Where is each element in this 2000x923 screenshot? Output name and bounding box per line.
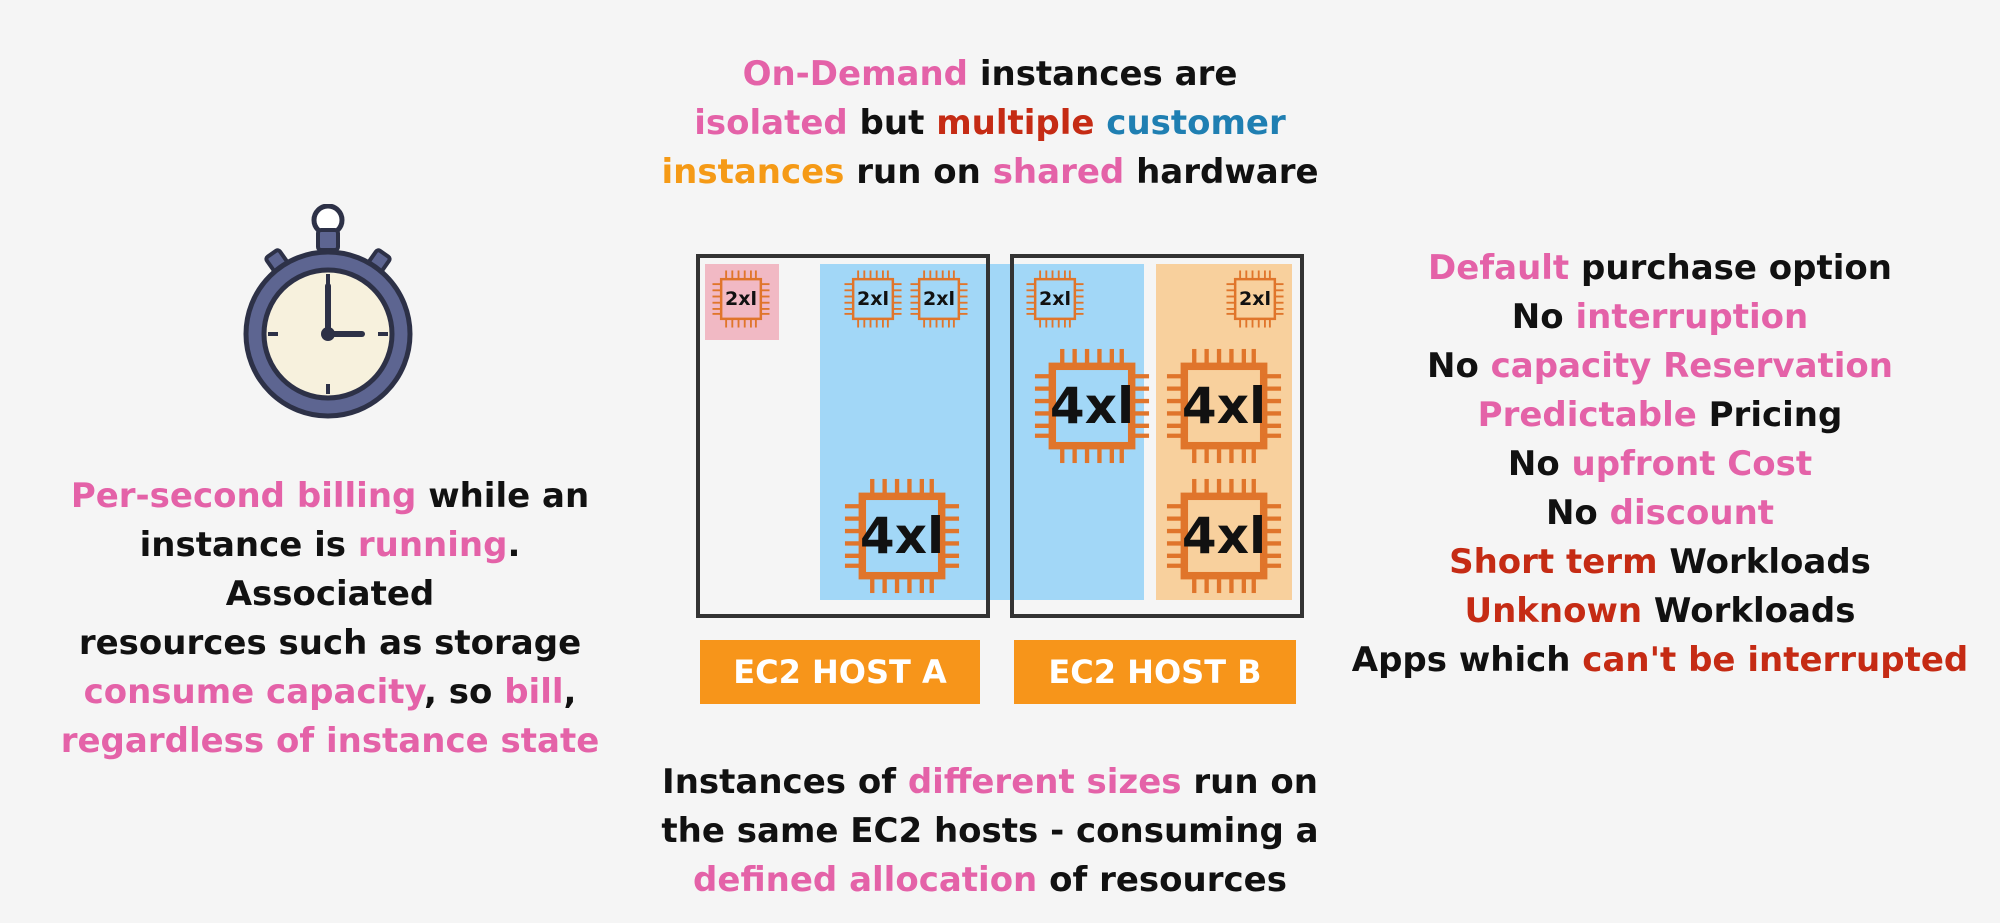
text-segment: . Associated (225, 525, 521, 614)
chip-icon (844, 270, 902, 328)
text-segment: shared (992, 152, 1125, 192)
text-segment: No (1511, 297, 1576, 337)
right-text-line: Apps which can't be interrupted (1340, 636, 1980, 685)
text-segment (1094, 103, 1106, 143)
chip-2xl-b1: 2xl (1024, 268, 1086, 330)
text-segment: discount (1609, 493, 1775, 533)
text-segment: Unknown (1464, 591, 1643, 631)
right-text-line: Unknown Workloads (1340, 587, 1980, 636)
text-segment: consume capacity (83, 672, 425, 712)
left-text-line: consume capacity, so bill, (30, 668, 630, 717)
chip-4xl-b1: 4xl (1030, 344, 1154, 468)
text-segment: bill (504, 672, 564, 712)
text-segment: Predictable (1477, 395, 1697, 435)
chip-icon (1026, 270, 1084, 328)
right-text-line: Short term Workloads (1340, 538, 1980, 587)
chip-2xl-a1: 2xl (710, 268, 772, 330)
top-text-line: isolated but multiple customer (600, 99, 1380, 148)
text-segment: Workloads (1657, 542, 1871, 582)
text-segment: purchase option (1569, 248, 1892, 288)
chip-4xl-b2: 4xl (1162, 344, 1286, 468)
text-segment: interruption (1575, 297, 1809, 337)
chip-icon (1166, 348, 1282, 464)
text-segment: instances (661, 152, 845, 192)
text-segment: different sizes (907, 762, 1182, 802)
text-segment: hardware (1124, 152, 1319, 192)
text-segment: No (1545, 493, 1610, 533)
right-text-line: No interruption (1340, 293, 1980, 342)
chip-2xl-a2: 2xl (842, 268, 904, 330)
bottom-text-line: defined allocation of resources (650, 856, 1330, 905)
host-a-label: EC2 HOST A (700, 640, 980, 704)
right-text-line: No capacity Reservation (1340, 342, 1980, 391)
host-b-label: EC2 HOST B (1014, 640, 1296, 704)
chip-icon (1226, 270, 1284, 328)
bottom-text-line: Instances of different sizes run on (650, 758, 1330, 807)
chip-2xl-a3: 2xl (908, 268, 970, 330)
left-text-line: Per-second billing while an (30, 472, 630, 521)
text-segment: instances are (968, 54, 1238, 94)
top-text-line: On-Demand instances are (600, 50, 1380, 99)
ec2-hosts-diagram: EC2 HOST A EC2 HOST B 2xl 2xl 2xl 4xl 2x… (690, 248, 1310, 708)
text-segment: Apps which (1351, 640, 1583, 680)
text-segment: the same EC2 hosts - consuming a (661, 811, 1319, 851)
left-text-line: resources such as storage (30, 619, 630, 668)
text-segment: Pricing (1696, 395, 1843, 435)
text-segment: Workloads (1642, 591, 1856, 631)
text-segment: regardless of instance state (60, 721, 600, 761)
chip-icon (712, 270, 770, 328)
right-text-line: Default purchase option (1340, 244, 1980, 293)
text-segment: running (357, 525, 508, 565)
text-segment: can't be interrupted (1582, 640, 1969, 680)
chip-2xl-b2: 2xl (1224, 268, 1286, 330)
chip-4xl-b3: 4xl (1162, 474, 1286, 598)
left-text-line: regardless of instance state (30, 717, 630, 766)
host-b-box (1010, 254, 1304, 618)
text-segment: capacity Reservation (1490, 346, 1893, 386)
chip-icon (844, 478, 960, 594)
text-segment: while an (416, 476, 590, 516)
chip-4xl-a1: 4xl (840, 474, 964, 598)
text-segment: instance is (139, 525, 358, 565)
chip-icon (1166, 478, 1282, 594)
text-segment: On-Demand (742, 54, 968, 94)
chip-icon (910, 270, 968, 328)
text-segment: defined allocation (693, 860, 1038, 900)
top-text-line: instances run on shared hardware (600, 148, 1380, 197)
right-text-line: No upfront Cost (1340, 440, 1980, 489)
text-segment: resources such as storage (78, 623, 582, 663)
text-segment: run on (844, 152, 993, 192)
text-segment: No (1427, 346, 1491, 386)
text-segment: customer (1106, 103, 1286, 143)
text-segment: of resources (1037, 860, 1287, 900)
text-segment: multiple (936, 103, 1095, 143)
text-segment: No (1507, 444, 1572, 484)
text-segment: , so (424, 672, 505, 712)
text-segment: Short term (1449, 542, 1658, 582)
text-segment: , (563, 672, 577, 712)
host-a-box (696, 254, 990, 618)
chip-icon (1034, 348, 1150, 464)
text-segment: Per-second billing (70, 476, 417, 516)
text-segment: Default (1428, 248, 1570, 288)
text-segment: run on (1181, 762, 1318, 802)
left-text-line: instance is running. Associated (30, 521, 630, 619)
text-segment: isolated (694, 103, 848, 143)
stopwatch-icon (243, 204, 413, 419)
text-segment: upfront Cost (1571, 444, 1813, 484)
right-text-line: Predictable Pricing (1340, 391, 1980, 440)
text-segment: Instances of (662, 762, 908, 802)
right-text-line: No discount (1340, 489, 1980, 538)
text-segment: but (847, 103, 937, 143)
bottom-text-line: the same EC2 hosts - consuming a (650, 807, 1330, 856)
